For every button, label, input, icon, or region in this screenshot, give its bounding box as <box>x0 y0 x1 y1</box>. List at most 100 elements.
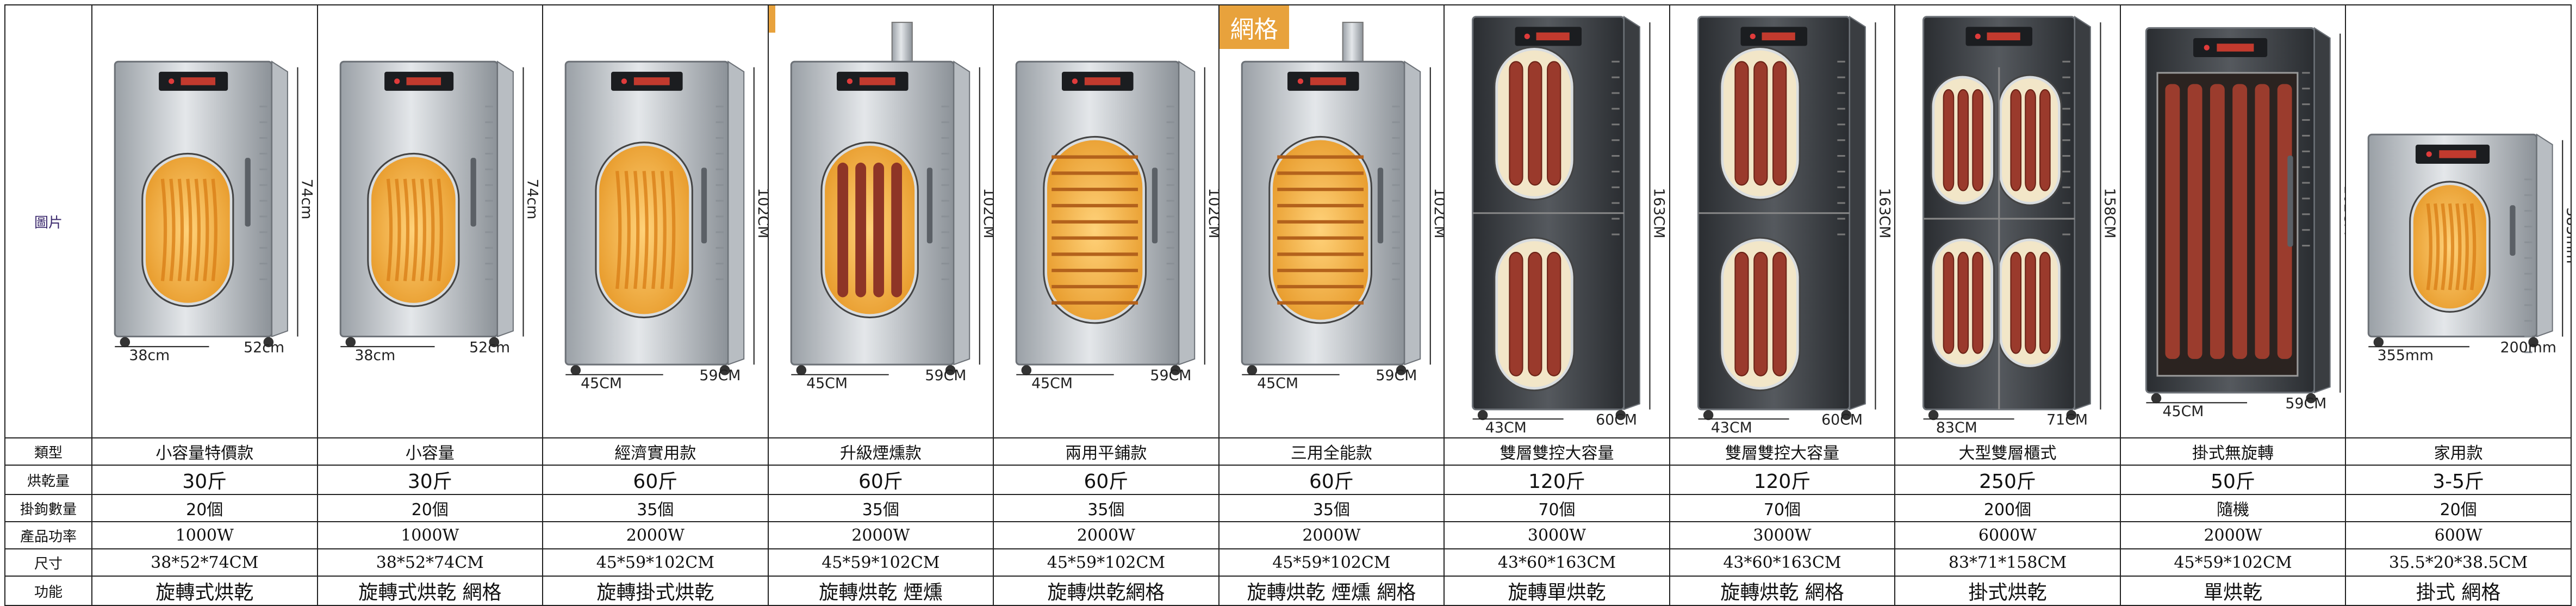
type-cell: 雙層雙控大容量 <box>1443 437 1670 466</box>
row-label-image: 圖片 <box>4 4 92 439</box>
depth-dimension-label: 60CM <box>1596 412 1637 429</box>
capacity-cell: 120斤 <box>1443 465 1670 496</box>
row-label-capacity: 烘乾量 <box>4 465 92 496</box>
power-cell: 600W <box>2345 521 2572 550</box>
size-cell: 83*71*158CM <box>1894 548 2121 577</box>
dehydrator-illustration: 102CM 45CM 59CM <box>564 60 767 392</box>
height-dimension-label: 163CM <box>1876 188 1893 238</box>
dimension-annotations: 102CM 45CM 59CM <box>565 67 767 392</box>
width-dimension-label: 45CM <box>1257 375 1298 392</box>
row-label-function: 功能 <box>4 576 92 606</box>
power-cell: 1000W <box>91 521 318 550</box>
type-cell: 經濟實用款 <box>542 437 769 466</box>
product-image-4: 102CM 45CM 59CM <box>767 4 994 439</box>
size-cell: 45*59*102CM <box>767 548 994 577</box>
depth-dimension-label: 59CM <box>1376 367 1417 384</box>
depth-dimension-label: 60CM <box>1821 412 1863 429</box>
row-label-type: 類型 <box>4 437 92 466</box>
width-dimension-label: 43CM <box>1711 419 1752 436</box>
row-label-hooks: 掛鉤數量 <box>4 494 92 523</box>
type-cell: 小容量 <box>316 437 544 466</box>
hooks-cell: 20個 <box>2345 494 2572 523</box>
hooks-cell: 35個 <box>1218 494 1445 523</box>
hooks-cell: 35個 <box>767 494 994 523</box>
ribbon-badge: 網格 <box>1219 6 1289 49</box>
hooks-cell: 35個 <box>993 494 1219 523</box>
power-cell: 6000W <box>1894 521 2121 550</box>
height-dimension-label: 74cm <box>524 178 540 219</box>
function-cell: 旋轉單烘乾 <box>1443 576 1670 606</box>
dimension-annotations: 102CM 45CM 59CM <box>791 67 993 392</box>
width-dimension-label: 38cm <box>129 347 170 364</box>
dehydrator-illustration: 163CM 43CM 60CM <box>1697 15 1893 436</box>
depth-dimension-label: 59CM <box>2285 395 2326 412</box>
hooks-cell: 200個 <box>1894 494 2121 523</box>
capacity-cell: 50斤 <box>2119 465 2347 496</box>
power-cell: 2000W <box>1218 521 1445 550</box>
depth-dimension-label: 59CM <box>925 367 966 384</box>
function-cell: 旋轉式烘乾 網格 <box>316 576 544 606</box>
depth-dimension-label: 59CM <box>1150 367 1192 384</box>
width-dimension-label: 45CM <box>581 375 622 392</box>
width-dimension-label: 45CM <box>806 375 848 392</box>
type-row: 類型 小容量特價款小容量經濟實用款升級煙燻款兩用平鋪款三用全能款雙層雙控大容量雙… <box>4 437 2572 466</box>
capacity-cell: 60斤 <box>993 465 1219 496</box>
dehydrator-illustration: 102CM 45CM 59CM <box>790 22 993 392</box>
type-cell: 掛式無旋轉 <box>2119 437 2347 466</box>
size-cell: 35.5*20*38.5CM <box>2345 548 2572 577</box>
height-dimension-label: 163CM <box>1651 188 1667 238</box>
depth-dimension-label: 52cm <box>469 339 510 356</box>
hooks-cell: 隨機 <box>2119 494 2347 523</box>
dimension-annotations: 163CM 43CM 60CM <box>1698 22 1893 436</box>
row-label-size: 尺寸 <box>4 548 92 577</box>
type-cell: 三用全能款 <box>1218 437 1445 466</box>
size-cell: 45*59*102CM <box>542 548 769 577</box>
product-image-8: 163CM 43CM 60CM <box>1669 4 1896 439</box>
type-cell: 兩用平鋪款 <box>993 437 1219 466</box>
hooks-cell: 70個 <box>1669 494 1896 523</box>
capacity-cell: 60斤 <box>542 465 769 496</box>
function-cell: 單烘乾 <box>2119 576 2347 606</box>
width-dimension-label: 43CM <box>1485 419 1527 436</box>
depth-dimension-label: 59CM <box>699 367 741 384</box>
width-dimension-label: 45CM <box>1031 375 1073 392</box>
depth-dimension-label: 71CM <box>2046 412 2088 429</box>
size-cell: 45*59*102CM <box>2119 548 2347 577</box>
width-dimension-label: 38cm <box>354 347 395 364</box>
function-cell: 旋轉烘乾 煙燻 網格 <box>1218 576 1445 606</box>
power-cell: 2000W <box>2119 521 2347 550</box>
capacity-cell: 3-5斤 <box>2345 465 2572 496</box>
product-image-2: 74cm 38cm 52cm <box>316 4 544 439</box>
hooks-cell: 20個 <box>91 494 318 523</box>
product-image-3: 102CM 45CM 59CM <box>542 4 769 439</box>
height-dimension-label: 385mm <box>2563 207 2571 263</box>
function-cell: 掛式 網格 <box>2345 576 2572 606</box>
height-dimension-label: 102CM <box>755 188 768 238</box>
type-cell: 小容量特價款 <box>91 437 318 466</box>
size-cell: 45*59*102CM <box>1218 548 1445 577</box>
depth-dimension-label: 200mm <box>2500 339 2556 356</box>
function-cell: 旋轉烘乾 煙燻 <box>767 576 994 606</box>
dimension-annotations: 163CM 43CM 60CM <box>1472 22 1667 436</box>
height-dimension-label: 102CM <box>980 188 993 238</box>
type-cell: 家用款 <box>2345 437 2572 466</box>
size-cell: 38*52*74CM <box>91 548 318 577</box>
